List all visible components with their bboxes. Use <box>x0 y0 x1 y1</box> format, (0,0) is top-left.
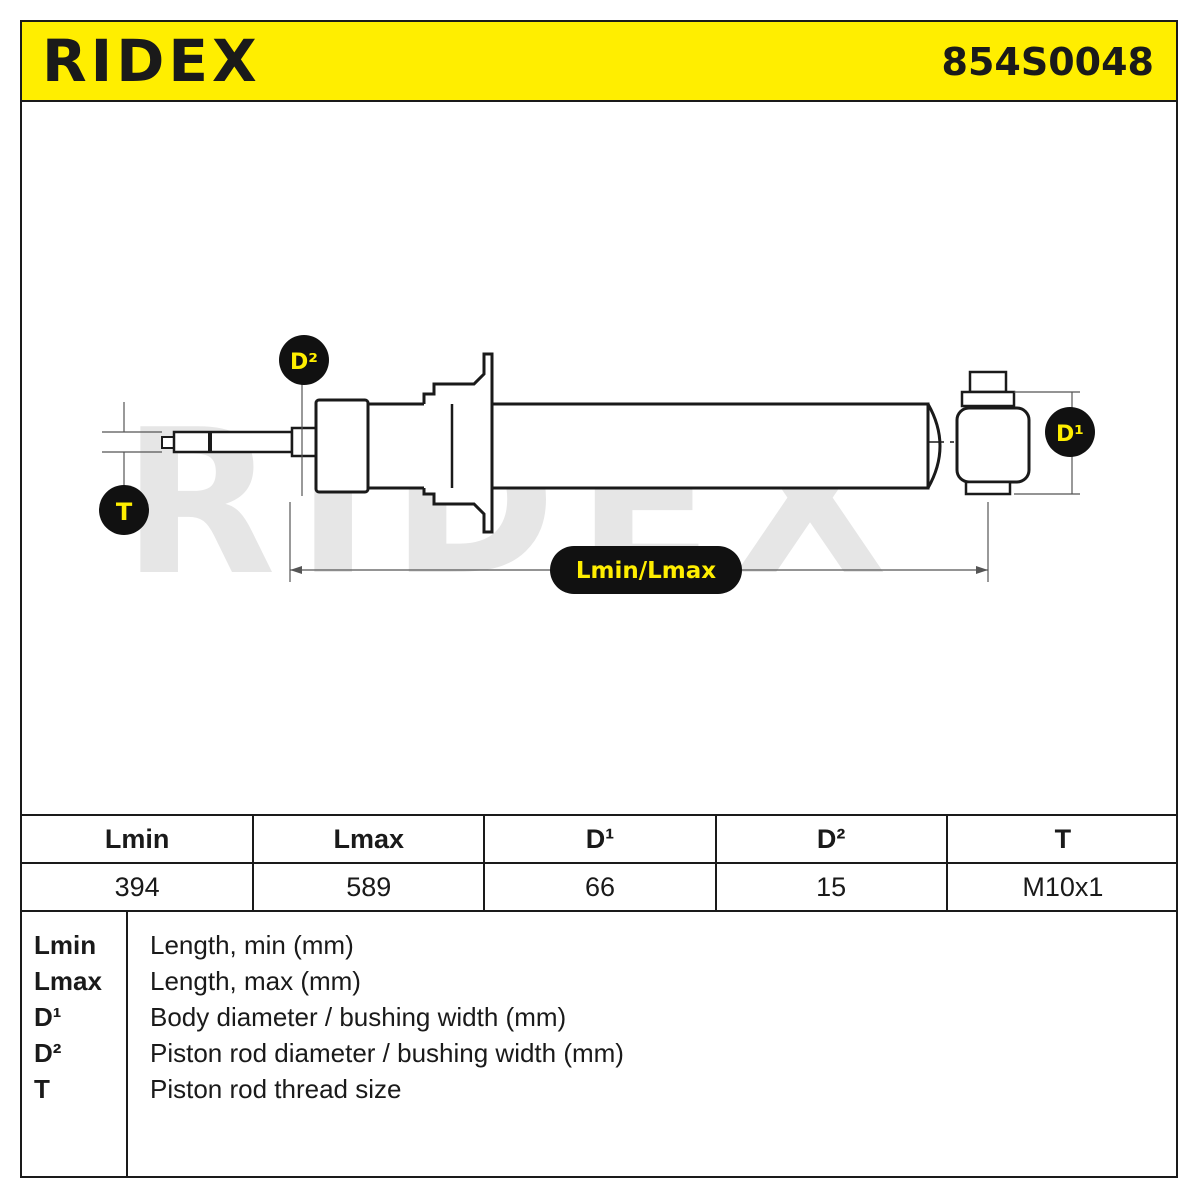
legend-desc: Length, min (mm) <box>150 930 354 960</box>
shock-absorber-drawing: RIDEX T D² <box>99 335 1095 620</box>
legend-row: D² Piston rod diameter / bushing width (… <box>22 1038 1178 1074</box>
eye-bolt-head <box>968 370 1008 394</box>
body-end-cap <box>926 403 942 489</box>
legend-desc: Piston rod thread size <box>150 1074 402 1104</box>
eye-bushing-bottom <box>964 480 1012 496</box>
legend: Lmin Length, min (mm) Lmax Length, max (… <box>22 912 1178 1178</box>
dim-length-arrow-left <box>290 566 302 574</box>
eye-bushing-top <box>960 390 1016 408</box>
label-d1: D¹ <box>1056 422 1084 447</box>
label-length-badge <box>550 546 742 594</box>
spec-header-t: T <box>945 814 1178 864</box>
spec-table: Lmin Lmax D¹ D² T 394 589 66 15 M10x1 <box>22 814 1178 912</box>
spec-header-d2: D² <box>714 814 948 864</box>
spec-value-d1: 66 <box>483 862 717 912</box>
spec-value-d2: 15 <box>714 862 948 912</box>
label-d1-badge <box>1045 407 1095 457</box>
brand-logo: RIDEX <box>42 27 261 95</box>
label-length: Lmin/Lmax <box>576 558 716 584</box>
legend-divider <box>126 912 128 1178</box>
legend-desc: Length, max (mm) <box>150 966 361 996</box>
spec-header-d1: D¹ <box>483 814 717 864</box>
dim-length-arrow-right <box>976 566 988 574</box>
legend-term: Lmin <box>34 930 97 960</box>
eye-mount <box>955 406 1031 484</box>
legend-term: T <box>34 1074 50 1104</box>
spec-value-lmin: 394 <box>22 862 255 912</box>
label-d2: D² <box>290 350 318 375</box>
spec-header-lmin: Lmin <box>22 814 255 864</box>
upper-cap <box>314 398 370 494</box>
legend-row: D¹ Body diameter / bushing width (mm) <box>22 1002 1178 1038</box>
legend-row: Lmin Length, min (mm) <box>22 930 1178 966</box>
label-t: T <box>116 498 133 526</box>
label-d2-badge <box>279 335 329 385</box>
legend-row: Lmax Length, max (mm) <box>22 966 1178 1002</box>
part-number: 854S0048 <box>941 40 1154 84</box>
spec-value-lmax: 589 <box>252 862 486 912</box>
spring-seat <box>422 352 494 534</box>
spec-sheet-frame: RIDEX 854S0048 RIDEX T <box>20 20 1178 1178</box>
spec-value-row: 394 589 66 15 M10x1 <box>22 862 1178 912</box>
legend-term: D¹ <box>34 1002 62 1032</box>
legend-desc: Piston rod diameter / bushing width (mm) <box>150 1038 624 1068</box>
legend-row: T Piston rod thread size <box>22 1074 1178 1110</box>
spec-header-row: Lmin Lmax D¹ D² T <box>22 814 1178 864</box>
spec-header-lmax: Lmax <box>252 814 486 864</box>
legend-term: D² <box>34 1038 62 1068</box>
header-bar: RIDEX 854S0048 <box>22 22 1176 102</box>
legend-desc: Body diameter / bushing width (mm) <box>150 1002 567 1032</box>
spec-value-t: M10x1 <box>945 862 1178 912</box>
rod-shoulder <box>290 426 318 458</box>
label-t-badge <box>99 485 149 535</box>
piston-rod <box>172 430 294 454</box>
legend-term: Lmax <box>34 966 102 996</box>
